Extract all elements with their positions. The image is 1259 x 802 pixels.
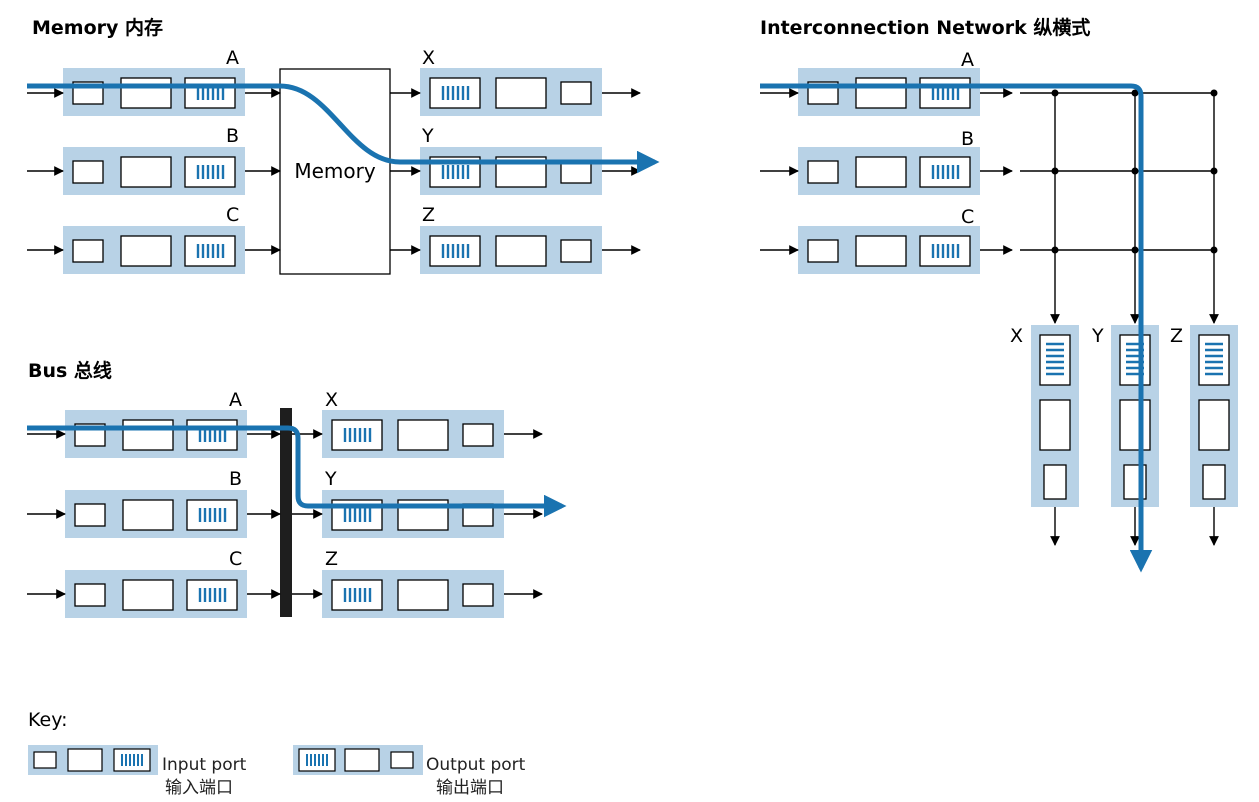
legend-title: Key:	[28, 709, 67, 731]
bus-label-y: Y	[324, 468, 337, 490]
memory-label-y: Y	[421, 125, 434, 147]
bus-input-port-c	[65, 570, 247, 618]
bus-label-c: C	[229, 548, 242, 570]
crossbar-section: A B C	[760, 49, 1238, 573]
memory-label-c: C	[226, 204, 239, 226]
bus-output-port-y	[322, 490, 504, 538]
bus-label-b: B	[229, 468, 242, 490]
crossbar-output-port-x	[1031, 325, 1079, 507]
memory-label-z: Z	[422, 204, 435, 226]
bus-output-port-z	[322, 570, 504, 618]
legend-input-port-swatch	[28, 745, 158, 775]
crossbar-grid	[1020, 92, 1219, 324]
memory-output-port-z	[420, 226, 602, 274]
memory-packet-path	[27, 83, 660, 174]
crossbar-input-port-a	[798, 68, 980, 116]
memory-section: A B C Memory X Y Z	[27, 47, 660, 275]
crossbar-junctions	[1051, 89, 1218, 254]
memory-output-port-x	[420, 68, 602, 116]
memory-input-port-b	[63, 147, 245, 195]
crossbar-label-a: A	[961, 49, 974, 71]
legend-output-port-swatch	[293, 745, 423, 775]
legend-output-label: Output port	[426, 755, 526, 775]
memory-label-a: A	[226, 47, 239, 69]
legend: Key: Input port 输入端口 Output port 输出端口	[28, 709, 526, 798]
crossbar-label-x: X	[1010, 325, 1023, 347]
crossbar-input-port-c	[798, 226, 980, 274]
crossbar-label-z: Z	[1170, 325, 1183, 347]
crossbar-label-y: Y	[1091, 325, 1104, 347]
bus-label-x: X	[325, 389, 338, 411]
crossbar-input-port-b	[798, 147, 980, 195]
legend-output-label-cn: 输出端口	[436, 778, 504, 798]
legend-input-label: Input port	[162, 755, 247, 775]
legend-input-label-cn: 输入端口	[165, 778, 233, 798]
bus-input-port-a	[65, 410, 247, 458]
memory-block-label: Memory	[294, 159, 376, 183]
bus-packet-path	[27, 425, 567, 518]
memory-input-port-a	[63, 68, 245, 116]
bus-section: A B C X Y Z	[27, 389, 567, 618]
bus-input-port-b	[65, 490, 247, 538]
memory-output-port-y	[420, 147, 602, 195]
bus-label-z: Z	[325, 548, 338, 570]
memory-input-port-c	[63, 226, 245, 274]
bus-bar	[280, 408, 292, 617]
memory-label-x: X	[422, 47, 435, 69]
crossbar-title: Interconnection Network 纵横式	[760, 16, 1090, 39]
memory-title: Memory 内存	[32, 16, 163, 39]
memory-block	[279, 68, 391, 275]
crossbar-label-b: B	[961, 128, 974, 150]
bus-title: Bus 总线	[28, 359, 112, 382]
crossbar-output-port-z	[1190, 325, 1238, 507]
crossbar-output-port-y	[1111, 325, 1159, 507]
crossbar-packet-path	[760, 83, 1153, 573]
bus-label-a: A	[229, 389, 242, 411]
crossbar-label-c: C	[961, 206, 974, 228]
memory-label-b: B	[226, 125, 239, 147]
bus-output-port-x	[322, 410, 504, 458]
